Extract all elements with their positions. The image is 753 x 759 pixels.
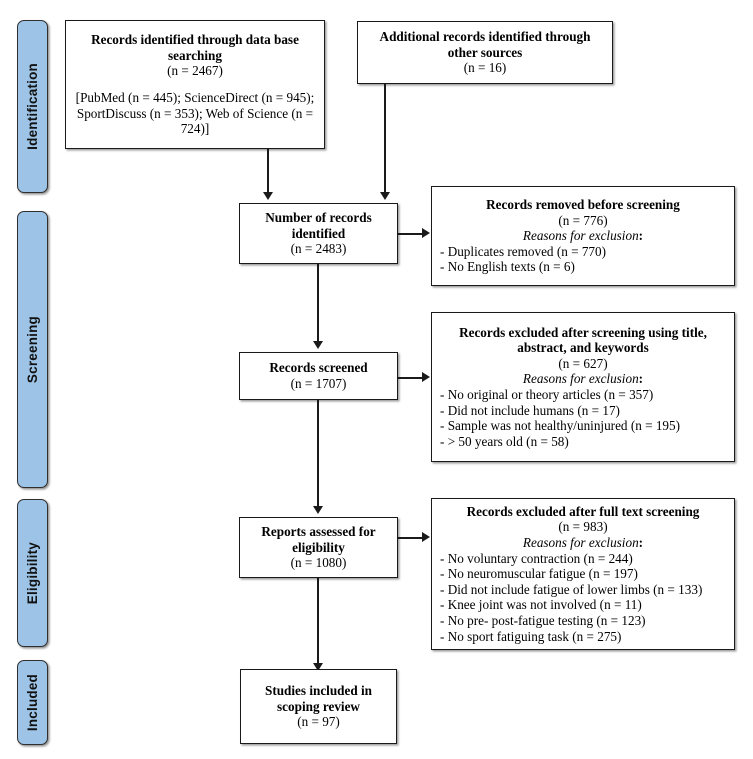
stage-bar-screening: Screening (17, 211, 48, 488)
records-excluded-screening-title: Records excluded after screening using t… (459, 324, 707, 356)
records-identified-count: (n = 2483) (290, 241, 347, 257)
box-records-screened: Records screened (n = 1707) (239, 352, 398, 400)
stage-bar-eligibility: Eligibility (17, 499, 48, 647)
records-excluded-fulltext-reason-item: - Knee joint was not involved (n = 11) (440, 597, 642, 613)
records-excluded-fulltext-reason-item: - No voluntary contraction (n = 244) (440, 550, 633, 566)
records-excluded-screening-count: (n = 627) (558, 355, 608, 371)
records-excluded-fulltext-title: Records excluded after full text screeni… (466, 503, 700, 519)
records-excluded-fulltext-reason-item: - Did not include fatigue of lower limbs… (440, 581, 703, 597)
box-records-removed: Records removed before screening (n = 77… (431, 186, 735, 286)
arrow-screened-to-reports (312, 506, 323, 514)
connector-other-sources-down (384, 84, 386, 193)
reports-assessed-count: (n = 1080) (290, 555, 347, 571)
stage-label-eligibility: Eligibility (25, 541, 40, 605)
records-excluded-fulltext-reason-item: - No sport fatiguing task (n = 275) (440, 628, 622, 644)
records-excluded-fulltext-reason-item: - No pre- post-fatigue testing (n = 123) (440, 612, 646, 628)
studies-included-count: (n = 97) (297, 714, 340, 730)
box-studies-included: Studies included in scoping review (n = … (240, 669, 397, 744)
arrow-screened-to-excluded (422, 372, 430, 382)
studies-included-title: Studies included in scoping review (264, 683, 372, 714)
connector-screened-to-excluded (398, 377, 423, 379)
other-sources-title: Additional records identified through ot… (379, 29, 591, 60)
stage-label-screening: Screening (25, 315, 40, 384)
records-excluded-fulltext-reasons-label: Reasons for exclusion: (522, 535, 644, 551)
records-removed-reason-item: - No English texts (n = 6) (440, 259, 575, 275)
arrow-database-search-down (262, 192, 273, 200)
records-excluded-screening-reasons-label: Reasons for exclusion: (522, 371, 644, 387)
arrow-identified-to-removed (422, 228, 430, 238)
records-screened-count: (n = 1707) (290, 376, 347, 391)
records-excluded-fulltext-count: (n = 983) (558, 519, 608, 535)
records-screened-title: Records screened (269, 360, 368, 376)
stage-bar-included: Included (17, 660, 48, 745)
arrow-reports-to-included (312, 663, 323, 671)
records-excluded-fulltext-reason-item: - No neuromuscular fatigue (n = 197) (440, 566, 638, 582)
database-search-sources: [PubMed (n = 445); ScienceDirect (n = 94… (75, 90, 315, 137)
arrow-other-sources-down (379, 192, 390, 200)
reports-assessed-title: Reports assessed for eligibility (261, 524, 376, 555)
database-search-title: Records identified through data base sea… (91, 32, 299, 63)
box-database-search: Records identified through data base sea… (65, 20, 325, 149)
arrow-identified-to-screened (312, 341, 323, 349)
connector-identified-to-screened (317, 264, 319, 342)
box-records-excluded-screening: Records excluded after screening using t… (431, 312, 735, 462)
records-removed-count: (n = 776) (558, 212, 608, 228)
stage-label-included: Included (25, 673, 40, 732)
records-excluded-screening-reason-item: - Did not include humans (n = 17) (440, 402, 620, 418)
records-identified-title: Number of records identified (265, 210, 372, 241)
box-reports-assessed: Reports assessed for eligibility (n = 10… (239, 517, 398, 578)
arrow-reports-to-excluded (422, 532, 430, 542)
box-other-sources: Additional records identified through ot… (357, 21, 613, 84)
records-excluded-screening-reason-item: - No original or theory articles (n = 35… (440, 387, 654, 402)
box-records-excluded-fulltext: Records excluded after full text screeni… (431, 498, 735, 650)
connector-database-search-down (267, 149, 269, 193)
other-sources-count: (n = 16) (463, 60, 507, 76)
connector-identified-to-removed (398, 233, 423, 235)
box-records-identified: Number of records identified (n = 2483) (239, 203, 398, 264)
records-removed-title: Records removed before screening (486, 197, 680, 213)
connector-reports-to-included (317, 578, 319, 664)
records-excluded-screening-reason-item: - Sample was not healthy/uninjured (n = … (440, 418, 681, 434)
connector-reports-to-excluded (398, 537, 423, 539)
stage-label-identification: Identification (25, 63, 40, 150)
records-removed-reasons-label: Reasons for exclusion: (522, 228, 644, 244)
database-search-count: (n = 2467) (167, 63, 223, 79)
records-excluded-screening-reason-item: - > 50 years old (n = 58) (440, 433, 569, 449)
records-removed-reason-item: - Duplicates removed (n = 770) (440, 243, 607, 259)
database-search-spacer (72, 79, 318, 90)
stage-bar-identification: Identification (17, 20, 48, 193)
connector-screened-to-reports (317, 400, 319, 507)
